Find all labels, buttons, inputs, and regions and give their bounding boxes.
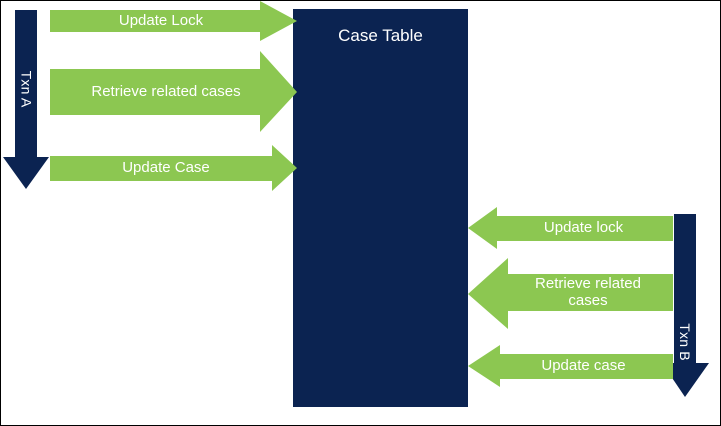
- operation-arrow-update-lock-b: [468, 207, 673, 249]
- txn-b-arrow: [662, 214, 709, 397]
- case-table-rect: [293, 9, 468, 407]
- operation-arrow-update-case: [50, 145, 297, 191]
- operation-arrow-retrieve-related-cases-b: [468, 258, 673, 329]
- txn-a-arrow: [3, 10, 49, 189]
- operation-arrow-update-case-b: [468, 345, 673, 387]
- operation-arrow-retrieve-related-cases: [50, 51, 297, 132]
- operation-arrow-update-lock: [50, 1, 297, 41]
